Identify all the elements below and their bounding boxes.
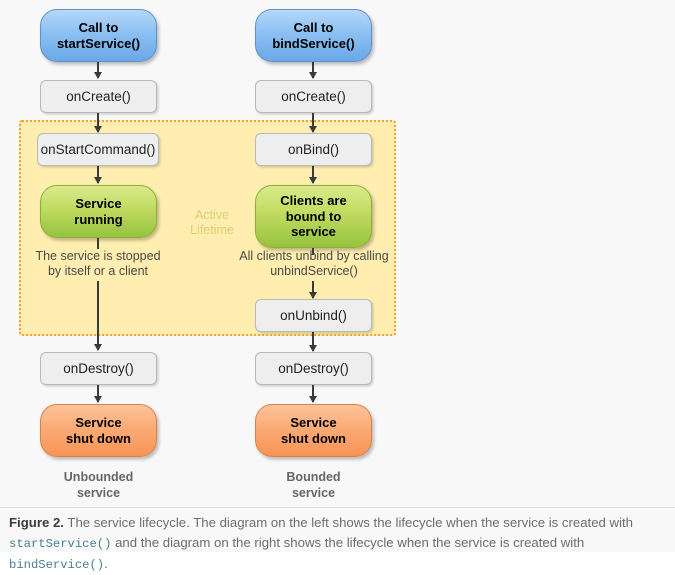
node-clients-bound-to-service: Clients are bound to service <box>255 185 372 248</box>
arrow-start-to-oncreate-right <box>312 62 314 78</box>
caption-unbounded-service: Unbounded service <box>63 470 134 500</box>
annotation-service-stopped: The service is stopped by itself or a cl… <box>35 249 161 278</box>
figure-caption: Figure 2. The service lifecycle. The dia… <box>9 513 669 575</box>
arrow-stub-bound <box>312 248 314 255</box>
node-onunbind: onUnbind() <box>255 299 372 332</box>
arrow-onunbind-to-ondestroy <box>312 332 314 351</box>
figure-number: Figure 2. <box>9 515 64 530</box>
figure-code-start-service: startService() <box>9 537 112 551</box>
arrow-oncreate-to-onstartcommand <box>97 113 99 132</box>
node-onstartcommand: onStartCommand() <box>37 133 159 166</box>
arrow-onstartcommand-to-running <box>97 166 99 183</box>
caption-bounded-service: Bounded service <box>286 470 341 500</box>
figure-text-3: . <box>104 556 108 571</box>
annotation-clients-unbind: All clients unbind by calling unbindServ… <box>239 249 389 278</box>
arrow-running-to-ondestroy-left <box>97 281 99 350</box>
arrow-start-to-oncreate-left <box>97 62 99 78</box>
node-service-running: Service running <box>40 185 157 238</box>
arrow-onbind-to-bound <box>312 166 314 183</box>
node-service-shut-down-right: Service shut down <box>255 404 372 457</box>
node-oncreate-left: onCreate() <box>40 80 157 113</box>
arrow-unbind-note-to-onunbind <box>312 281 314 298</box>
arrow-oncreate-to-onbind <box>312 113 314 132</box>
node-onbind: onBind() <box>255 133 372 166</box>
node-ondestroy-right: onDestroy() <box>255 352 372 385</box>
figure-code-bind-service: bindService() <box>9 558 105 572</box>
node-service-shut-down-left: Service shut down <box>40 404 157 457</box>
arrow-stub-running <box>97 238 99 249</box>
arrow-ondestroy-to-shutdown-right <box>312 385 314 402</box>
node-call-to-start-service: Call to startService() <box>40 9 157 62</box>
figure-text-1: The service lifecycle. The diagram on th… <box>63 515 634 530</box>
node-call-to-bind-service: Call to bindService() <box>255 9 372 62</box>
active-lifetime-label: Active Lifetime <box>190 208 234 237</box>
caption-divider <box>0 507 675 508</box>
node-oncreate-right: onCreate() <box>255 80 372 113</box>
figure-text-2: and the diagram on the right shows the l… <box>111 535 585 550</box>
arrow-ondestroy-to-shutdown-left <box>97 385 99 402</box>
node-ondestroy-left: onDestroy() <box>40 352 157 385</box>
figure-container: Active Lifetime Call to startService() o… <box>0 0 675 552</box>
